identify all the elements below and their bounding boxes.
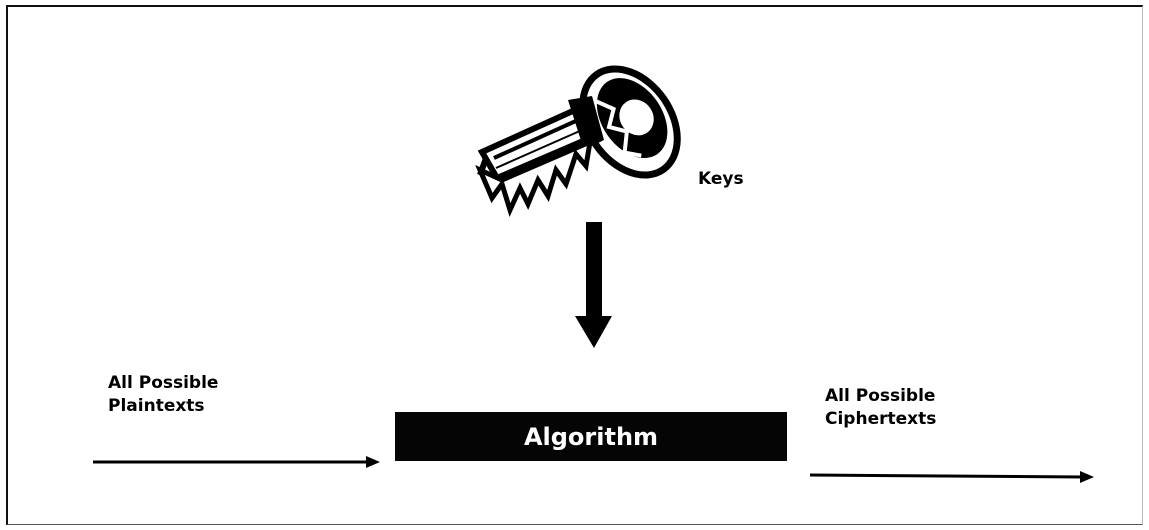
ciphertexts-label-line-1: All Possible bbox=[825, 386, 936, 406]
key-to-algorithm-arrow bbox=[575, 222, 612, 348]
plaintexts-label: All Possible Plaintexts bbox=[108, 372, 218, 418]
ciphertexts-label-line-2: Ciphertexts bbox=[825, 409, 937, 429]
key-icon bbox=[475, 65, 681, 218]
plaintexts-label-line-1: All Possible bbox=[108, 373, 219, 393]
plaintexts-label-line-2: Plaintexts bbox=[108, 396, 205, 416]
diagram-frame bbox=[6, 5, 1143, 525]
keys-label: Keys bbox=[698, 169, 744, 189]
algorithm-box: Algorithm bbox=[395, 412, 787, 461]
ciphertexts-label: All Possible Ciphertexts bbox=[825, 385, 936, 431]
algorithm-label: Algorithm bbox=[523, 422, 659, 451]
plaintext-arrow bbox=[93, 456, 380, 468]
ciphertext-arrow bbox=[809, 471, 1094, 483]
